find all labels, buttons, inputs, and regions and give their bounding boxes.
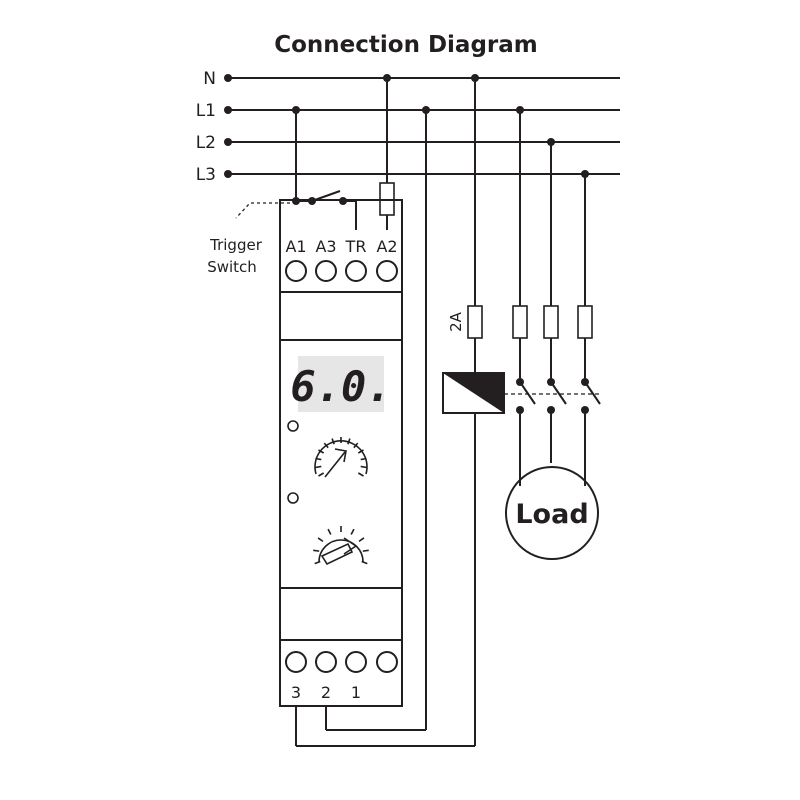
trigger-label-line2: Switch xyxy=(207,258,257,276)
line-label-l2: L2 xyxy=(196,133,216,153)
line-n-terminal xyxy=(224,74,232,82)
terminal-1 xyxy=(345,651,367,673)
trigger-switch-contact xyxy=(311,190,341,202)
terminal-a1 xyxy=(285,260,307,282)
line-label-l1: L1 xyxy=(196,101,216,121)
terminal-tr xyxy=(345,260,367,282)
time-adjust-dial-icon xyxy=(313,526,369,566)
a2-fuse-branch xyxy=(379,78,395,230)
contactor: 2A xyxy=(442,110,601,486)
line-l1-terminal xyxy=(224,106,232,114)
line-l2-terminal xyxy=(224,138,232,146)
fuse-l1-icon xyxy=(512,305,528,339)
display-screen xyxy=(298,356,384,412)
terminal-a2 xyxy=(376,260,398,282)
line-label-l3: L3 xyxy=(196,165,216,185)
line-l3-terminal xyxy=(224,170,232,178)
fuse-rating-label: 2A xyxy=(447,311,465,332)
load-circle xyxy=(505,466,599,560)
time-range-dial-icon xyxy=(314,437,368,478)
trigger-leader-line xyxy=(235,202,296,219)
contact-l3 xyxy=(584,381,601,405)
contact-l1 xyxy=(519,381,536,405)
terminal-label-a1: A1 xyxy=(285,237,306,256)
load-label: Load xyxy=(515,499,588,530)
terminal-a3 xyxy=(315,260,337,282)
fuse-l2-icon xyxy=(543,305,559,339)
fuse-l3-icon xyxy=(577,305,593,339)
trigger-label-line1: Trigger xyxy=(209,236,263,254)
terminal-2 xyxy=(315,651,337,673)
contact-l2 xyxy=(550,381,567,405)
terminal-label-tr: TR xyxy=(345,237,367,256)
relay-housing xyxy=(279,199,403,707)
supply-lines: N L1 L2 L3 xyxy=(196,69,620,185)
load-motor: Load xyxy=(505,466,599,560)
terminal-label-a3: A3 xyxy=(315,237,336,256)
terminal-label-2: 2 xyxy=(321,683,331,702)
terminal-3 xyxy=(285,651,307,673)
terminal-label-a2: A2 xyxy=(376,237,397,256)
output-wiring xyxy=(295,78,476,747)
display-value: 6.0. xyxy=(290,362,391,411)
terminal-blank xyxy=(376,651,398,673)
led-indicator-2 xyxy=(287,492,299,504)
relay-module: A1 A3 TR A2 6.0. xyxy=(279,199,403,707)
page-title: Connection Diagram xyxy=(274,32,538,58)
fuse-2a-icon xyxy=(467,305,483,339)
led-indicator-1 xyxy=(287,420,299,432)
trigger-circuit: Trigger Switch xyxy=(207,110,357,276)
terminal-label-3: 3 xyxy=(291,683,301,702)
junction-dots xyxy=(292,74,589,178)
terminal-label-1: 1 xyxy=(351,683,361,702)
line-label-n: N xyxy=(203,69,216,89)
